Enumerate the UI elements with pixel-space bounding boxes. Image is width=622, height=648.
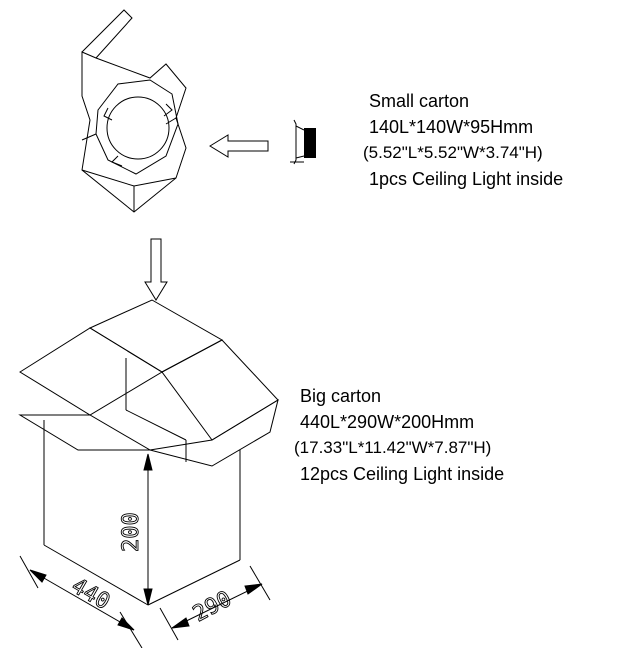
width-label: 290	[189, 587, 236, 628]
length-label: 440	[67, 574, 114, 616]
height-label: 200	[119, 512, 144, 552]
big-carton-drawing	[18, 299, 279, 606]
small-carton-drawing	[81, 9, 187, 213]
arrow-down-icon	[144, 238, 168, 301]
ceiling-light-icon	[290, 119, 316, 165]
big-carton-contents: 12pcs Ceiling Light inside	[300, 464, 505, 484]
small-carton-size-mm: 140L*140W*95Hmm	[369, 117, 534, 137]
arrow-left-icon	[209, 134, 269, 158]
length-dimension	[19, 555, 143, 648]
width-dimension	[159, 565, 271, 641]
big-carton-size-mm: 440L*290W*200Hmm	[300, 412, 475, 432]
small-carton-title: Small carton	[369, 91, 470, 111]
big-carton-size-in: (17.33"L*11.42"W*7.87"H)	[294, 438, 492, 457]
small-carton-size-in: (5.52"L*5.52"W*3.74"H)	[363, 143, 543, 162]
height-dimension	[143, 453, 153, 606]
big-carton-title: Big carton	[300, 386, 382, 406]
small-carton-contents: 1pcs Ceiling Light inside	[369, 169, 564, 189]
